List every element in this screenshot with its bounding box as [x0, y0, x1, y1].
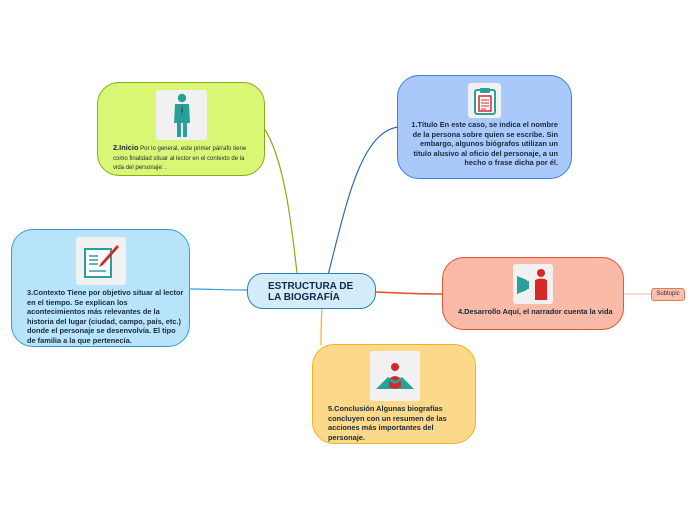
link-contexto [188, 288, 248, 291]
contexto-heading: 3.Contexto [27, 288, 66, 297]
inicio-body: Por lo general, este primer párrafo tien… [113, 146, 247, 172]
desarrollo-image [513, 264, 553, 304]
topic-desarrollo[interactable]: 4.Desarrollo Aquí, el narrador cuenta la… [442, 257, 624, 330]
central-topic-line1: ESTRUCTURA DE [268, 281, 354, 292]
inicio-heading: 2.Inicio [113, 143, 139, 152]
titulo-text: 1.Título En este caso, se indica el nomb… [410, 120, 558, 168]
link-inicio [263, 127, 298, 274]
link-titulo [327, 126, 400, 276]
titulo-heading: 1.Título [411, 120, 438, 129]
contexto-image [76, 237, 126, 285]
document-pen-icon [84, 245, 119, 278]
link-conclusion [320, 308, 323, 346]
central-topic[interactable]: ESTRUCTURA DE LA BIOGRAFÍA [247, 273, 376, 309]
conclusion-body: Algunas biografías concluyen con un resu… [328, 404, 447, 442]
desarrollo-body: Aquí, el narrador cuenta la vida [500, 307, 613, 316]
link-desarrollo [375, 291, 444, 295]
businessman-icon [173, 93, 190, 137]
conclusion-text: 5.Conclusión Algunas biografías concluye… [328, 404, 468, 442]
inicio-image [156, 90, 207, 140]
central-topic-line2: LA BIOGRAFÍA [268, 292, 340, 303]
clipboard-icon [473, 87, 496, 115]
topic-contexto[interactable]: 3.Contexto Tiene por objetivo situar al … [11, 229, 190, 347]
conclusion-image [370, 351, 420, 401]
titulo-image [468, 83, 501, 118]
desarrollo-heading: 4.Desarrollo [458, 307, 501, 316]
inicio-text: 2.Inicio Por lo general, este primer pár… [113, 143, 253, 174]
topic-conclusion[interactable]: 5.Conclusión Algunas biografías concluye… [312, 344, 476, 444]
reader-icon [376, 363, 414, 389]
topic-inicio[interactable]: 2.Inicio Por lo general, este primer pár… [97, 82, 265, 176]
subtopic-node[interactable]: Subtopic [651, 288, 685, 301]
conclusion-heading: 5.Conclusión [328, 404, 375, 413]
speaker-megaphone-icon [517, 269, 547, 300]
desarrollo-text: 4.Desarrollo Aquí, el narrador cuenta la… [458, 307, 618, 317]
contexto-text: 3.Contexto Tiene por objetivo situar al … [27, 288, 185, 346]
titulo-body: En este caso, se indica el nombre de la … [412, 120, 558, 168]
topic-titulo[interactable]: 1.Título En este caso, se indica el nomb… [397, 75, 572, 179]
contexto-body: Tiene por objetivo situar al lector en e… [27, 288, 184, 345]
